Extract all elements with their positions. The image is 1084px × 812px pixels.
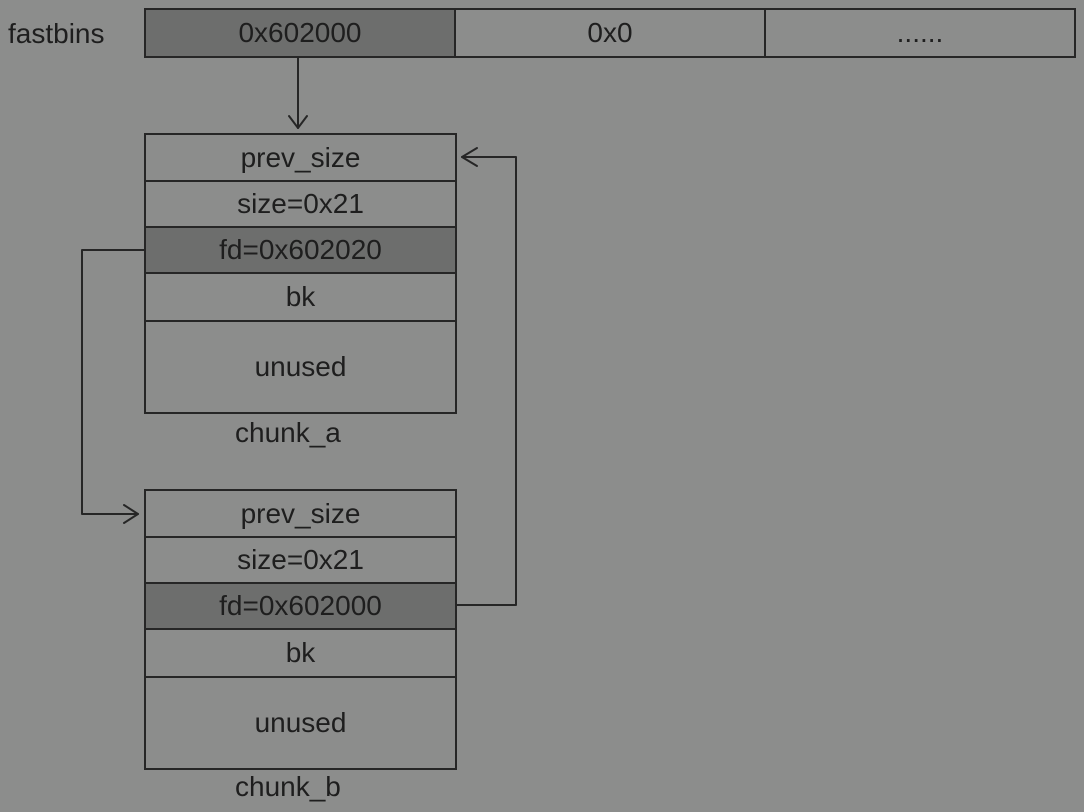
fastbins-label: fastbins: [8, 18, 105, 49]
chunk-a-prev-size: prev_size: [144, 133, 457, 182]
chunk-b-size: size=0x21: [144, 536, 457, 584]
fastbin-slot-0: 0x602000: [144, 8, 456, 58]
chunk-b-bk: bk: [144, 628, 457, 678]
chunk-b-fd-to-chunk-a-arrow: [456, 156, 517, 606]
chunk-a-fd: fd=0x602020: [144, 226, 457, 274]
chunk-a-fd-to-chunk-b-arrowhead: [123, 504, 139, 524]
fastbin-slot-1: 0x0: [454, 8, 766, 58]
chunk-a-bk: bk: [144, 272, 457, 322]
chunk-a-size: size=0x21: [144, 180, 457, 228]
chunk-a-fd-to-chunk-b-arrow: [81, 249, 145, 515]
chunk-b-fd-to-chunk-a-arrowhead: [461, 147, 478, 167]
chunk-a-unused: unused: [144, 320, 457, 414]
chunk-b-unused: unused: [144, 676, 457, 770]
fastbin-to-chunk-a-arrowhead: [288, 115, 308, 129]
fastbin-slot-2: ......: [764, 8, 1076, 58]
chunk-a-label: chunk_a: [235, 417, 341, 448]
chunk-b-fd: fd=0x602000: [144, 582, 457, 630]
chunk-b-prev-size: prev_size: [144, 489, 457, 538]
chunk-b-label: chunk_b: [235, 771, 341, 802]
